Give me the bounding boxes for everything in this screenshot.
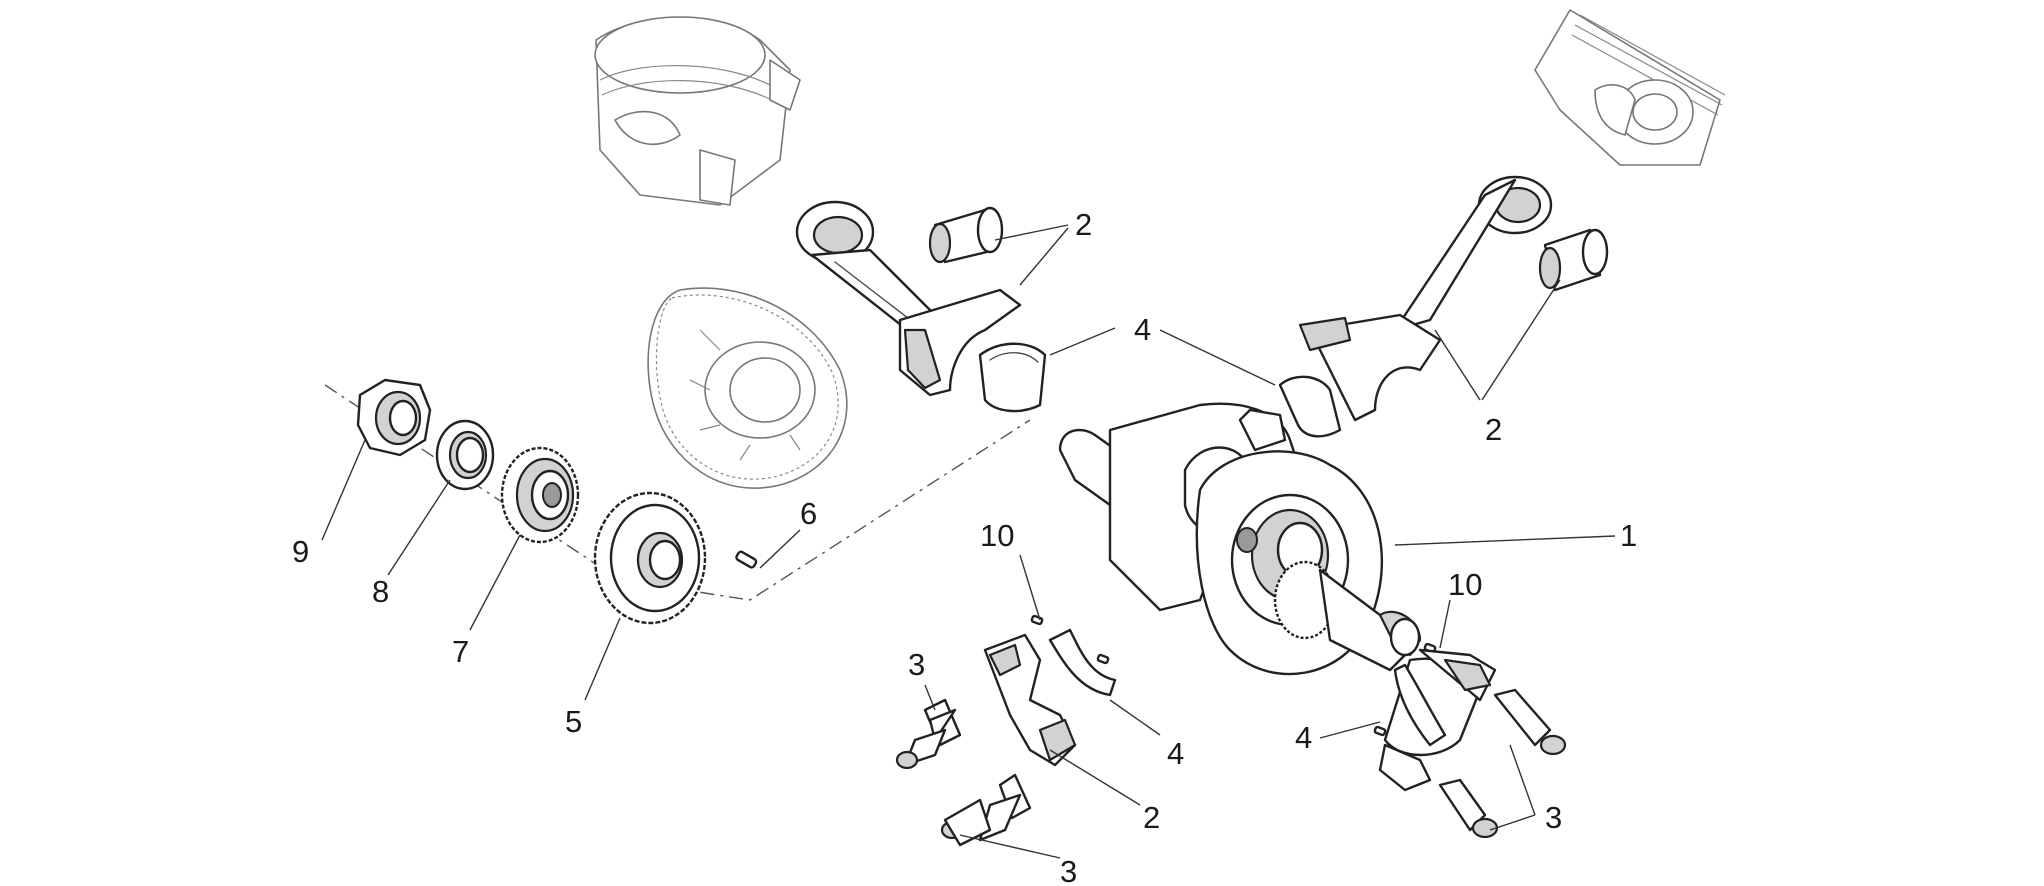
bearing-shell-lower-right bbox=[1393, 663, 1447, 747]
screw-2 bbox=[940, 773, 1032, 847]
callout-8: 8 bbox=[372, 574, 389, 609]
crankshaft bbox=[1058, 402, 1422, 676]
callout-3a: 3 bbox=[908, 647, 925, 682]
callout-4b: 4 bbox=[1167, 736, 1184, 771]
piston-left bbox=[594, 16, 801, 206]
callout-3b: 3 bbox=[1060, 854, 1077, 886]
connecting-rod-left bbox=[795, 200, 1022, 397]
callout-7: 7 bbox=[452, 634, 469, 669]
callout-6: 6 bbox=[800, 496, 817, 531]
small-gear bbox=[500, 446, 580, 544]
leader-lines bbox=[321, 224, 1616, 859]
bushing-left bbox=[928, 206, 1004, 264]
washer bbox=[435, 419, 495, 491]
screw-3 bbox=[1493, 688, 1567, 756]
callout-2a: 2 bbox=[1075, 207, 1092, 242]
callout-2b: 2 bbox=[1485, 412, 1502, 447]
rod-cap-left bbox=[983, 633, 1077, 767]
callout-5: 5 bbox=[565, 704, 582, 739]
timing-gear-ghost bbox=[647, 287, 848, 489]
key bbox=[735, 550, 758, 569]
bushing-right bbox=[1538, 228, 1609, 292]
callout-4a: 4 bbox=[1134, 312, 1151, 347]
callouts: 9 8 7 5 6 2 4 2 1 10 10 3 4 2 3 4 3 bbox=[292, 207, 1637, 886]
callout-4c: 4 bbox=[1295, 720, 1312, 755]
bearing-shell-lower-left bbox=[1048, 628, 1117, 697]
bearing-shell-upper-right bbox=[1278, 375, 1342, 438]
callout-9: 9 bbox=[292, 534, 309, 569]
callout-10a: 10 bbox=[980, 518, 1014, 553]
screw-1 bbox=[895, 698, 962, 770]
bearing-shell-upper-left bbox=[978, 342, 1047, 413]
callout-10b: 10 bbox=[1448, 567, 1482, 602]
nut bbox=[356, 378, 432, 457]
screw-4 bbox=[1438, 778, 1499, 839]
gear bbox=[593, 491, 707, 625]
callout-2c: 2 bbox=[1143, 800, 1160, 835]
callout-3c: 3 bbox=[1545, 800, 1562, 835]
connecting-rod-right bbox=[1298, 175, 1553, 422]
piston-right bbox=[1534, 9, 1726, 166]
callout-1: 1 bbox=[1620, 518, 1637, 553]
